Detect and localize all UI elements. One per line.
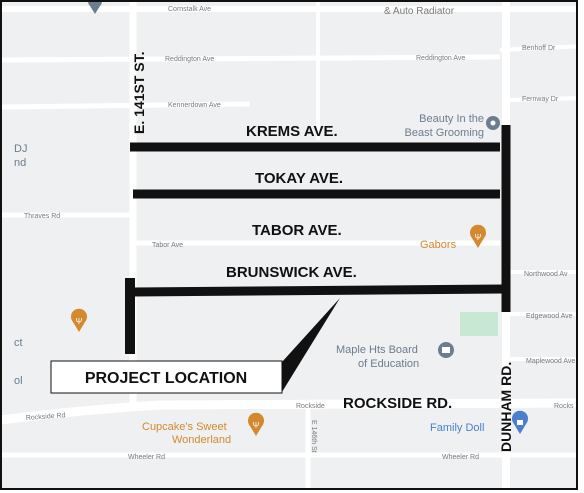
label-tokay-ave: TOKAY AVE.	[255, 170, 343, 187]
project-location-callout: PROJECT LOCATION	[50, 360, 283, 394]
label-beauty-line1: Beauty In the	[419, 113, 484, 125]
label-tabor-ave: Tabor Ave	[152, 242, 183, 249]
label-northwood-av: Northwood Av	[524, 271, 568, 278]
civic-pin-icon[interactable]	[438, 342, 454, 358]
label-benhoff-dr: Benhoff Dr	[522, 45, 556, 52]
label-rocks-east: Rocks	[554, 403, 574, 410]
label-rockside-rd-bold: ROCKSIDE RD.	[343, 395, 452, 412]
label-wheeler-rd-west: Wheeler Rd	[128, 454, 165, 461]
svg-text:Ψ: Ψ	[475, 233, 482, 242]
label-left-ct: ct	[14, 337, 23, 349]
label-dunham-rd: DUNHAM RD.	[498, 362, 514, 452]
restaurant-pin-icon[interactable]: Ψ	[247, 412, 264, 436]
callout-pointer	[282, 298, 340, 392]
label-thraves-rd: Thraves Rd	[24, 213, 60, 220]
label-e141st-st: E. 141ST ST.	[131, 52, 147, 134]
road-rockside-rd	[0, 398, 578, 425]
label-maplewood-ave: Maplewood Ave	[526, 358, 575, 365]
label-left-ol: ol	[14, 375, 23, 387]
label-krems-ave: KREMS AVE.	[246, 123, 338, 140]
label-board-line2: of Education	[358, 358, 419, 370]
label-kennerdown-ave: Kennerdown Ave	[168, 102, 221, 109]
project-line-brunswick	[132, 284, 504, 297]
grooming-pin-icon[interactable]	[486, 116, 500, 130]
label-left-dj: DJ	[14, 143, 27, 155]
label-gabors: Gabors	[420, 239, 457, 251]
label-left-nd: nd	[14, 157, 26, 169]
label-reddington-ave-east: Reddington Ave	[416, 55, 465, 62]
label-reddington-ave-west: Reddington Ave	[165, 56, 214, 63]
label-wheeler-rd-east: Wheeler Rd	[442, 454, 479, 461]
label-edgewood-ave: Edgewood Ave	[526, 313, 573, 320]
project-route-lines	[125, 125, 511, 354]
label-beauty-line2: Beast Grooming	[405, 127, 484, 139]
label-cornstalk-ave: Cornstalk Ave	[168, 6, 211, 13]
svg-text:Ψ: Ψ	[76, 317, 83, 326]
label-rockside-rd-west: Rockside Rd	[26, 412, 66, 422]
restaurant-pin-icon[interactable]: Ψ	[470, 224, 486, 248]
svg-text:Ψ: Ψ	[253, 421, 260, 430]
poi-labels: & Auto Radiator Beauty In the Beast Groo…	[14, 6, 484, 446]
label-cupcake-line2: Wonderland	[172, 434, 231, 446]
project-location-label: PROJECT LOCATION	[85, 370, 247, 387]
label-brunswick-ave: BRUNSWICK AVE.	[226, 264, 357, 281]
map-pin-icon[interactable]	[88, 0, 102, 14]
label-e146th-st: E 146th St	[310, 420, 317, 453]
label-cupcake-line1: Cupcake's Sweet	[142, 421, 227, 433]
restaurant-pin-icon[interactable]: Ψ	[71, 308, 87, 332]
road-kennerdown-ave	[0, 101, 251, 110]
label-auto-radiator: & Auto Radiator	[384, 6, 455, 17]
park-area	[460, 312, 498, 336]
minor-street-labels: Cornstalk Ave Reddington Ave Reddington …	[24, 6, 575, 461]
project-street-labels: KREMS AVE. TOKAY AVE. TABOR AVE. BRUNSWI…	[131, 52, 514, 452]
road-reddington-ave	[0, 54, 501, 63]
label-fernway-dr: Fernway Dr	[522, 96, 559, 103]
label-board-line1: Maple Hts Board	[336, 344, 418, 356]
label-family-dollar: Family Doll	[430, 422, 484, 434]
road-fernway-dr	[509, 96, 578, 102]
road-benhoff-dr	[499, 44, 578, 52]
shop-pin-icon[interactable]	[511, 410, 528, 434]
label-rockside-mid: Rockside	[296, 403, 325, 410]
label-tabor-ave-bold: TABOR AVE.	[252, 222, 342, 239]
